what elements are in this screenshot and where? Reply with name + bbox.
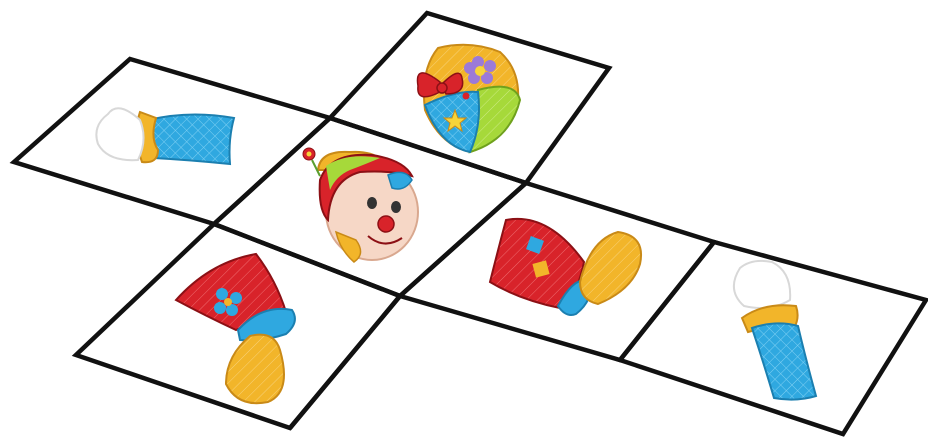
clown-leg-right <box>490 219 641 315</box>
clown-hat-illustration <box>417 45 520 152</box>
clown-glove-arm-left <box>96 108 234 164</box>
clown-glove-arm-right <box>734 261 816 400</box>
clown-leg-left <box>176 254 295 403</box>
cell-bottom-right-edge <box>290 296 400 428</box>
clown-face-illustration <box>303 148 418 262</box>
